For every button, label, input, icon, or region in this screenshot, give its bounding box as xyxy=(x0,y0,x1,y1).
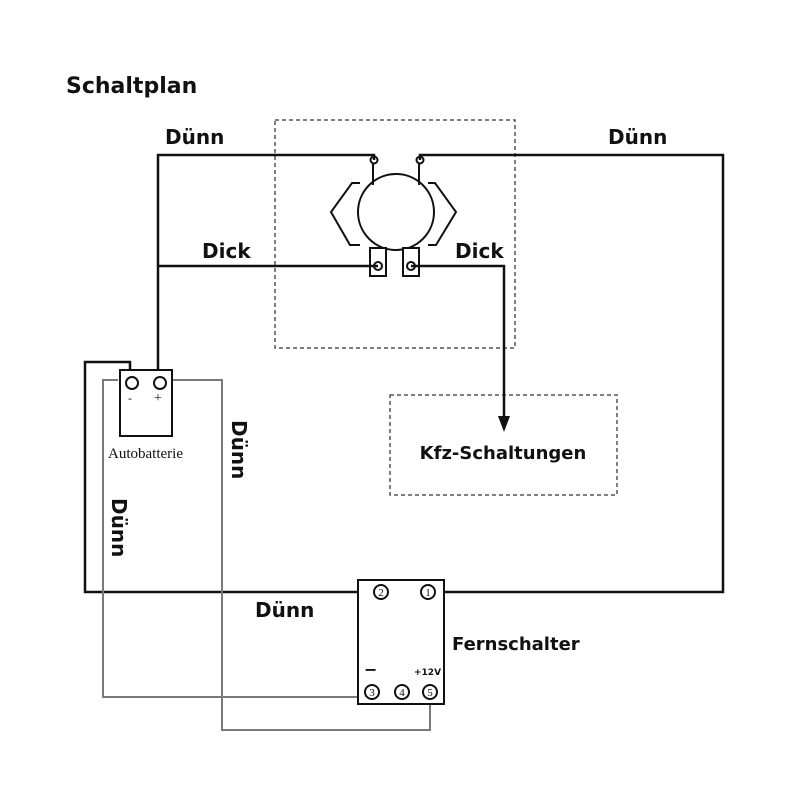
label-thin-bottom: Dünn xyxy=(255,598,314,622)
arrow-to-circuits xyxy=(498,416,510,432)
battery-minus: - xyxy=(128,391,132,405)
label-thin-top-right: Dünn xyxy=(608,125,667,149)
wire-thin-bottom-left xyxy=(83,360,358,594)
label-thick-right: Dick xyxy=(455,239,504,263)
label-thin-vertical-right: Dünn xyxy=(227,420,251,479)
wire-thick-right xyxy=(411,264,506,420)
wire-thin-top-left xyxy=(156,153,376,373)
label-thin-vertical-left: Dünn xyxy=(107,498,131,557)
label-thick-left: Dick xyxy=(202,239,251,263)
wire-gray-left xyxy=(102,379,358,698)
car-battery: - + Autobatterie xyxy=(108,369,183,462)
motor-symbol xyxy=(329,155,458,277)
switch-voltage: +12V xyxy=(414,668,441,678)
terminal-1: 1 xyxy=(425,587,431,599)
wire-thin-top-right xyxy=(418,153,725,594)
wire-gray-right xyxy=(170,379,431,731)
vehicle-circuits-label: Kfz-Schaltungen xyxy=(420,443,587,464)
terminal-5: 5 xyxy=(427,687,433,699)
battery-plus: + xyxy=(154,391,162,406)
diagram-title: Schaltplan xyxy=(66,74,197,99)
remote-switch-label: Fernschalter xyxy=(452,634,580,655)
terminal-3: 3 xyxy=(369,687,375,699)
switch-minus: − xyxy=(364,660,377,679)
terminal-2: 2 xyxy=(378,587,384,599)
label-thin-top-left: Dünn xyxy=(165,125,224,149)
motor-dashed-box xyxy=(274,119,516,349)
battery-label: Autobatterie xyxy=(108,446,183,462)
terminal-4: 4 xyxy=(399,687,405,699)
remote-switch: 2 1 − +12V 3 4 5 Fernschalter xyxy=(357,579,580,705)
